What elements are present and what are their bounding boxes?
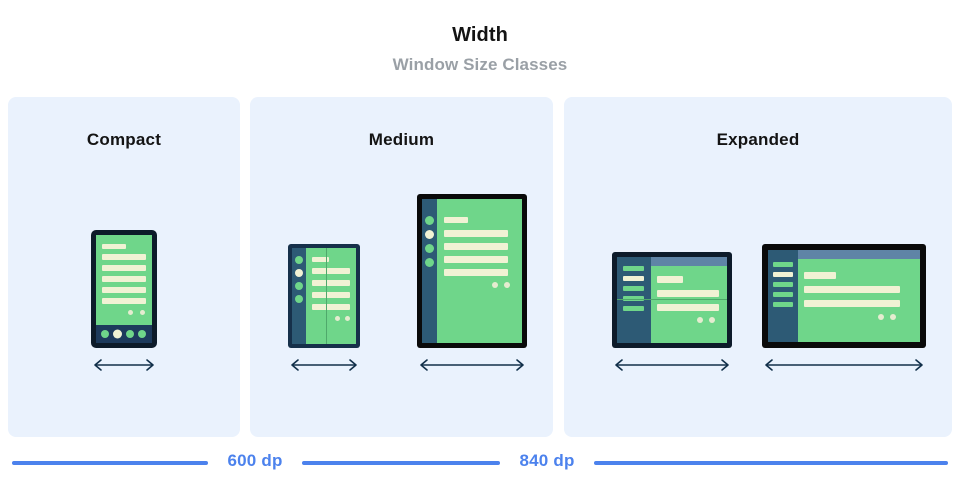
rail-dot [425, 258, 434, 267]
content-line [102, 265, 146, 271]
breakpoint-scale: 600 dp 840 dp [0, 447, 960, 494]
content-dot [345, 316, 350, 321]
scale-segment-medium-left [302, 461, 500, 465]
panel-medium: Medium [250, 97, 553, 437]
nav-bar-item [623, 266, 644, 271]
content-line [312, 257, 329, 262]
breakpoint-label-600dp: 600 dp [227, 451, 283, 470]
rail-dot [425, 216, 434, 225]
device-phone-portrait [91, 230, 157, 348]
panel-compact: Compact [8, 97, 240, 437]
tablet-screen [422, 199, 522, 343]
content-line [444, 230, 508, 237]
panel-title-expanded: Expanded [716, 130, 800, 149]
scale-segment-expanded [594, 461, 948, 465]
content-line [657, 290, 719, 297]
content-dot [492, 282, 498, 288]
content-line [312, 304, 350, 310]
content-line [444, 269, 508, 276]
content-line [102, 298, 146, 304]
content-line [312, 292, 350, 298]
nav-dot [138, 330, 146, 338]
app-top-bar [798, 250, 920, 259]
nav-bar-item [623, 286, 644, 291]
page-title: Width [452, 24, 508, 46]
app-top-bar [651, 257, 727, 266]
content-line [102, 244, 126, 249]
content-line [804, 286, 900, 293]
nav-drawer [617, 257, 651, 343]
rail-dot [425, 244, 434, 253]
nav-bar-item [773, 262, 793, 267]
fold-crease [617, 299, 727, 300]
scale-segment-compact [12, 461, 208, 465]
panel-title-medium: Medium [368, 130, 435, 149]
content-line [444, 217, 468, 223]
nav-bar-item [623, 306, 644, 311]
nav-bar-item [773, 282, 793, 287]
device-tablet-portrait [417, 194, 527, 348]
nav-rail [292, 248, 306, 344]
content-dot [890, 314, 896, 320]
nav-bar-item [773, 302, 793, 307]
nav-dot-active [113, 329, 122, 339]
rail-dot [295, 256, 303, 264]
nav-rail [422, 199, 437, 343]
content-dot [878, 314, 884, 320]
rail-dot [295, 282, 303, 290]
width-arrow-tablet-portrait [417, 357, 527, 373]
width-arrow-foldable-landscape [612, 357, 732, 373]
panel-title-compact: Compact [86, 130, 162, 149]
content-line [444, 243, 508, 250]
content-dot [140, 310, 145, 315]
content-line [102, 254, 146, 260]
width-arrow-tablet-landscape [762, 357, 926, 373]
panel-expanded: Expanded [564, 97, 952, 437]
content-line [657, 276, 683, 283]
tablet-landscape-screen [768, 250, 920, 342]
nav-bar-item-active [623, 276, 644, 281]
device-tablet-landscape [762, 244, 926, 348]
phone-screen [96, 235, 152, 343]
content-line [102, 276, 146, 282]
content-line [444, 256, 508, 263]
content-line [312, 268, 350, 274]
nav-bar-item [773, 292, 793, 297]
size-class-panels: Compact [8, 97, 952, 437]
page-subtitle: Window Size Classes [392, 55, 568, 74]
nav-bar-item-active [773, 272, 793, 277]
breakpoint-label-840dp: 840 dp [519, 451, 575, 470]
rail-dot [295, 295, 303, 303]
width-arrow-foldable-portrait [288, 357, 360, 373]
content-dot [709, 317, 715, 323]
nav-dot [126, 330, 134, 338]
foldable-screen [292, 248, 356, 344]
content-line [657, 304, 719, 311]
content-dot [504, 282, 510, 288]
rail-dot-active [295, 269, 303, 277]
content-dot [128, 310, 133, 315]
rail-dot-active [425, 230, 434, 239]
content-line [102, 287, 146, 293]
device-foldable-landscape [612, 252, 732, 348]
content-dot [335, 316, 340, 321]
width-arrow-compact [91, 357, 157, 373]
content-line [312, 280, 350, 286]
content-line [804, 272, 836, 279]
device-foldable-portrait [288, 244, 360, 348]
content-line [804, 300, 900, 307]
phone-bottom-nav [96, 325, 152, 343]
nav-bar-item [623, 296, 644, 301]
nav-dot [101, 330, 109, 338]
nav-drawer [768, 250, 798, 342]
content-dot [697, 317, 703, 323]
page-header: Width Window Size Classes [0, 0, 960, 97]
fold-crease [326, 248, 327, 344]
foldable-landscape-screen [617, 257, 727, 343]
